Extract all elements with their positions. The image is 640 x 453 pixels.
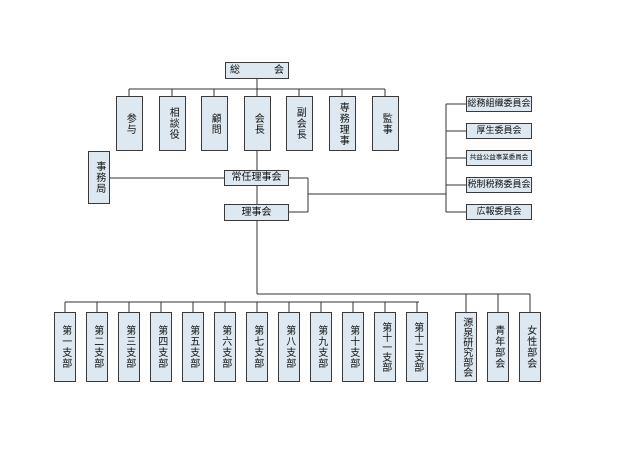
branch-11: 第十一支部 (374, 312, 396, 382)
committee-welfare: 厚生委員会 (466, 123, 532, 139)
officer-consultant: 顧問 (201, 96, 228, 151)
committee-general-affairs: 総務組織委員会 (466, 96, 532, 112)
branch-3: 第三支部 (118, 312, 140, 382)
branch-9: 第九支部 (310, 312, 332, 382)
branch-6: 第六支部 (214, 312, 236, 382)
officer-advisor: 参与 (116, 96, 143, 151)
officer-vice-chair: 副会長 (286, 96, 313, 151)
officer-auditor: 監事 (372, 96, 399, 151)
group-source-research: 源泉研究部会 (455, 312, 477, 382)
branch-7: 第七支部 (246, 312, 268, 382)
committee-taxation: 税制税務委員会 (466, 177, 532, 193)
branch-12: 第十二支部 (406, 312, 428, 382)
group-youth: 青年部会 (487, 312, 509, 382)
branch-10: 第十支部 (342, 312, 364, 382)
officer-chair: 会長 (244, 96, 271, 151)
group-women: 女性部会 (519, 312, 541, 382)
branch-8: 第八支部 (278, 312, 300, 382)
branch-4: 第四支部 (150, 312, 172, 382)
secretariat-box: 事務局 (88, 151, 110, 204)
standing-board-box: 常任理事会 (224, 170, 289, 186)
branch-5: 第五支部 (182, 312, 204, 382)
branch-1: 第一支部 (54, 312, 76, 382)
committee-public-relations: 広報委員会 (466, 204, 532, 220)
general-meeting-box: 総 会 (225, 62, 289, 79)
board-box: 理事会 (224, 204, 289, 221)
officer-managing-director: 専務理事 (329, 96, 356, 151)
branch-2: 第二支部 (86, 312, 108, 382)
officer-counselor: 相談役 (159, 96, 186, 151)
committee-mutual-public-benefit: 共益公益事業委員会 (466, 150, 532, 166)
